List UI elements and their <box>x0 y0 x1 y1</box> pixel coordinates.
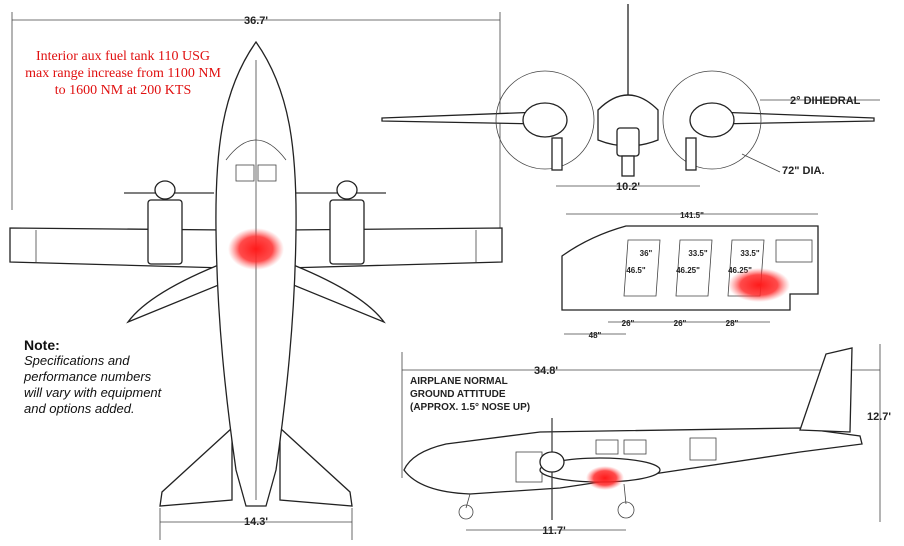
note-title: Note: <box>24 337 60 353</box>
nose-gear-front <box>621 155 635 177</box>
seat-spacing-1: 26" <box>622 319 635 328</box>
prop-dia-label: 72" DIA. <box>782 165 825 177</box>
note-line-2: performance numbers <box>24 369 152 384</box>
right-horizontal-stabilizer <box>279 426 353 507</box>
ground-attitude-line-2: GROUND ATTITUDE <box>410 389 506 400</box>
left-nacelle <box>147 199 183 265</box>
vertical-tail-side <box>799 347 853 433</box>
wheelbase-label: 11.7' <box>542 525 566 537</box>
left-wing-root-fairing <box>126 261 227 324</box>
seat-spacing-2: 26" <box>674 319 687 328</box>
side-view-fuel-tank-highlight <box>586 466 624 490</box>
left-engine-nacelle-front <box>522 102 568 138</box>
tail-span-label: 14.3' <box>244 516 268 528</box>
cabin-layout-view: 141.5" 36" 33.5" 33.5" 46.5" 46.25" 46.2… <box>561 211 819 340</box>
side-view: 34.8' 12.7' AIRPLANE NORMAL GROUND ATTIT… <box>401 344 891 537</box>
seat-width-3: 33.5" <box>740 249 760 258</box>
seat-width-2: 33.5" <box>688 249 708 258</box>
note-line-3: will vary with equipment <box>24 385 162 400</box>
left-spinner <box>154 180 176 200</box>
seat-height-1: 46.5" <box>626 266 646 275</box>
ground-attitude-line-3: (APPROX. 1.5° NOSE UP) <box>410 402 530 413</box>
right-wing <box>285 227 503 269</box>
cockpit-window-left <box>235 164 255 182</box>
nose-cowl <box>616 127 640 157</box>
seat-height-2: 46.25" <box>676 266 700 275</box>
seat-spacing-3: 28" <box>726 319 739 328</box>
left-main-gear <box>551 137 563 171</box>
wingspan-label: 36.7' <box>244 15 268 27</box>
right-main-gear <box>685 137 697 171</box>
side-window-2 <box>623 439 647 455</box>
length-label: 34.8' <box>534 365 558 377</box>
right-engine-nacelle-front <box>689 102 735 138</box>
right-prop-disc <box>662 70 762 170</box>
main-wheel <box>617 501 635 519</box>
specifications-note: Note: Specifications and performance num… <box>24 337 224 417</box>
right-wing-root-fairing <box>285 261 386 324</box>
nose-wheel <box>458 504 474 520</box>
main-gear-strut <box>623 483 627 505</box>
left-prop-disc <box>495 70 595 170</box>
left-horizontal-stabilizer <box>159 426 233 507</box>
annotation-line-3: to 1600 NM at 200 KTS <box>54 83 192 98</box>
height-label: 12.7' <box>867 411 891 423</box>
cabin-rear-window <box>775 239 813 263</box>
fuselage-front <box>597 94 659 147</box>
cockpit-window-right <box>257 164 277 182</box>
note-line-4: and options added. <box>24 401 135 416</box>
annotation-line-1: Interior aux fuel tank 110 USG <box>35 49 211 64</box>
cabin-fuel-tank-highlight <box>728 268 790 302</box>
left-wing <box>9 227 227 269</box>
nose-gear-strut <box>465 493 471 509</box>
cabin-length-label: 141.5" <box>680 211 704 220</box>
side-window-1 <box>595 439 619 455</box>
dihedral-label: 2° DIHEDRAL <box>790 95 861 107</box>
top-view: 36.7' 14.3' <box>9 12 503 540</box>
annotation-line-2: max range increase from 1100 NM <box>25 66 221 81</box>
ground-attitude-line-1: AIRPLANE NORMAL <box>410 376 508 387</box>
gear-track-label: 10.2' <box>616 181 640 193</box>
nose-length-label: 48" <box>589 331 602 340</box>
note-line-1: Specifications and <box>24 353 130 368</box>
spinner-side <box>539 451 565 473</box>
side-door <box>689 437 717 461</box>
right-nacelle <box>329 199 365 265</box>
cockpit-windshield <box>225 139 287 161</box>
top-view-fuel-tank-highlight <box>228 228 284 270</box>
seat-row-2 <box>675 239 713 297</box>
fuel-tank-annotation: Interior aux fuel tank 110 USG max range… <box>18 48 228 99</box>
front-view: 10.2' 2° DIHEDRAL 72" DIA. <box>381 4 880 193</box>
front-right-wing <box>715 111 875 125</box>
front-left-wing <box>381 111 541 125</box>
seat-row-1 <box>623 239 661 297</box>
prop-dia-leader <box>741 153 781 173</box>
seat-width-1: 36" <box>640 249 653 258</box>
right-spinner <box>336 180 358 200</box>
